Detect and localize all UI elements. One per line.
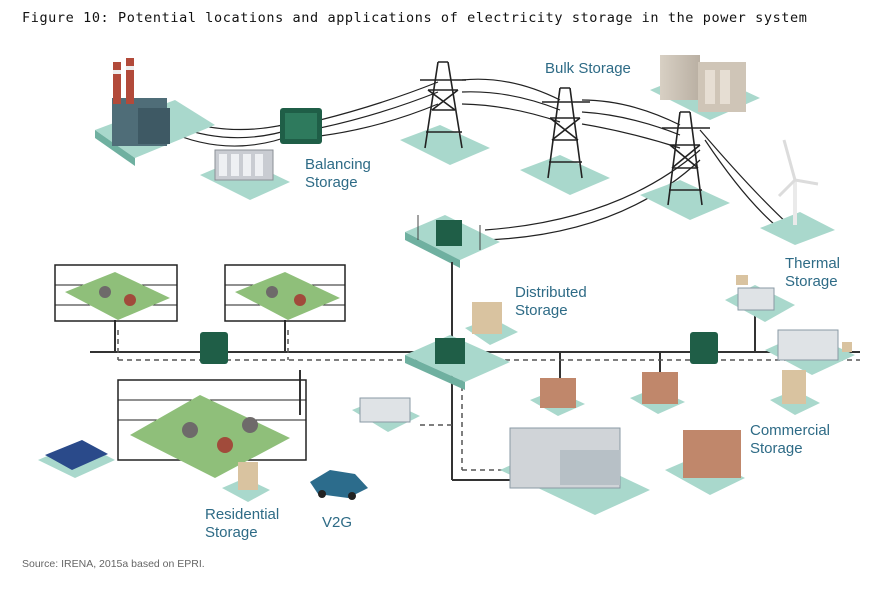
transmission-tower-2 [520, 87, 610, 195]
apartment-building-1 [530, 378, 585, 416]
balancing-storage-label-line2: Storage [305, 174, 358, 191]
central-substation [405, 335, 510, 390]
apartment-building-2 [630, 372, 685, 414]
distributed-storage-label-line1: Distributed [515, 284, 587, 301]
solar-panels [38, 440, 115, 478]
commercial-storage-unit [770, 370, 820, 415]
neighborhood-2 [224, 264, 346, 322]
distributed-storage-label-line2: Storage [515, 302, 568, 319]
source-note: Source: IRENA, 2015a based on EPRI. [22, 558, 205, 570]
thermal-storage-label-line1: Thermal [785, 255, 841, 272]
balancing-storage-unit [280, 108, 322, 144]
neighborhood-3 [117, 379, 307, 478]
residential-storage-label-line2: Storage [205, 524, 258, 541]
bulk-storage-building [650, 55, 760, 120]
neighborhood-1 [54, 264, 178, 322]
thermal-storage-label-line2: Storage [785, 273, 838, 290]
commercial-transformer-unit [690, 332, 718, 364]
battery-racks [200, 149, 290, 200]
distributed-storage-unit [465, 302, 518, 345]
commercial-storage-label-line2: Storage [750, 440, 803, 457]
residential-transformer-unit [200, 332, 228, 364]
electric-vehicle [310, 470, 368, 500]
power-plant [95, 58, 215, 166]
balancing-storage-label-line1: Balancing [305, 156, 371, 173]
residential-storage-label-line1: Residential [205, 506, 280, 523]
residential-storage-unit [222, 462, 270, 502]
figure-title: Figure 10: Potential locations and appli… [22, 10, 808, 26]
transmission-tower-3 [640, 111, 730, 220]
apartment-building-3 [665, 430, 745, 495]
wind-turbine [760, 139, 835, 245]
commercial-storage-label-line1: Commercial [750, 422, 831, 439]
small-commercial-building [352, 397, 420, 432]
v2g-label: V2G [322, 514, 353, 531]
thermal-storage-building [725, 275, 795, 322]
factory [500, 427, 650, 515]
transmission-lines [164, 78, 801, 241]
transmission-tower-1 [400, 61, 490, 165]
upper-substation [405, 215, 500, 268]
bulk-storage-label: Bulk Storage [545, 60, 631, 77]
commercial-building-right [765, 329, 855, 375]
